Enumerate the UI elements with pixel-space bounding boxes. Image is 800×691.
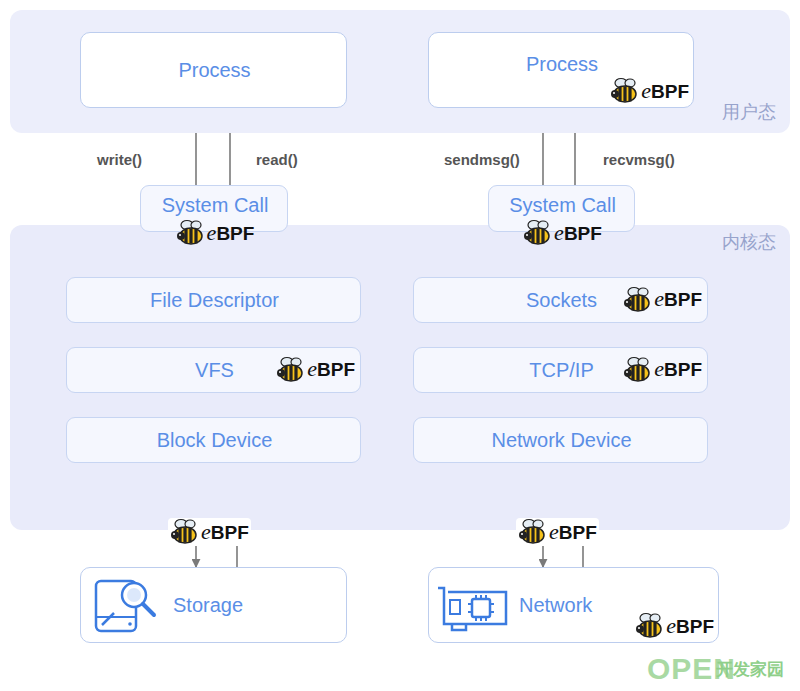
file-descriptor-box: File Descriptor — [66, 277, 361, 323]
ebpf-logo: eBPF — [276, 356, 355, 384]
box-label: Network — [519, 593, 592, 617]
vfs-box: VFS eBPF — [66, 347, 361, 393]
box-label: Network Device — [491, 428, 631, 452]
network-box: Network eBPF — [428, 567, 719, 643]
storage-icon — [92, 575, 158, 637]
box-label: VFS — [195, 358, 234, 382]
box-label: System Call — [162, 193, 269, 217]
tcp-ip-box: TCP/IP eBPF — [413, 347, 708, 393]
call-label: sendmsg() — [442, 151, 522, 169]
bee-icon — [610, 77, 640, 105]
bee-icon — [518, 518, 548, 546]
box-label: TCP/IP — [529, 358, 593, 382]
space-label: 内核态 — [722, 231, 776, 253]
call-label: recvmsg() — [601, 151, 677, 169]
sockets-box: Sockets eBPF — [413, 277, 708, 323]
watermark: 开发家园 — [716, 660, 784, 680]
ebpf-logo: eBPF — [623, 286, 702, 314]
ebpf-text: eBPF — [654, 288, 702, 311]
system-call-box: System CalleBPF — [140, 185, 288, 232]
bee-icon — [176, 219, 206, 247]
process-box: Process eBPF — [428, 32, 694, 108]
ebpf-logo: eBPF — [176, 219, 255, 247]
box-label: Storage — [173, 593, 243, 617]
bee-icon — [623, 356, 653, 384]
box-label: File Descriptor — [150, 288, 279, 312]
ebpf-text: eBPF — [549, 521, 597, 544]
ebpf-text: eBPF — [554, 222, 602, 245]
block-device-box: Block Device — [66, 417, 361, 463]
system-call-box: System CalleBPF — [488, 185, 635, 232]
ebpf-logo: eBPF — [516, 518, 599, 546]
box-label: Process — [526, 52, 598, 76]
call-label: write() — [95, 151, 144, 169]
ebpf-logo: eBPF — [168, 518, 251, 546]
ebpf-text: eBPF — [307, 358, 355, 381]
box-label: Block Device — [157, 428, 273, 452]
kernel-space-band: File DescriptorVFS eBPF Block Device Socket… — [10, 225, 790, 530]
bee-icon — [523, 219, 553, 247]
ebpf-logo: eBPF — [623, 356, 702, 384]
call-label: read() — [254, 151, 300, 169]
ebpf-text: eBPF — [666, 615, 714, 638]
ebpf-logo: eBPF — [610, 77, 689, 105]
watermark-text: 开发家园 — [716, 660, 784, 680]
network-device-box: Network Device — [413, 417, 708, 463]
ebpf-text: eBPF — [201, 521, 249, 544]
ebpf-text: eBPF — [207, 222, 255, 245]
box-label: Process — [178, 58, 250, 82]
bee-icon — [623, 286, 653, 314]
box-label: System Call — [509, 193, 616, 217]
ebpf-text: eBPF — [654, 358, 702, 381]
process-box: Process — [80, 32, 347, 108]
network-card-icon — [436, 584, 510, 634]
bee-icon — [635, 612, 665, 640]
storage-box: Storage — [80, 567, 347, 643]
bee-icon — [276, 356, 306, 384]
ebpf-logo: eBPF — [523, 219, 602, 247]
ebpf-logo: eBPF — [635, 612, 714, 640]
box-label: Sockets — [526, 288, 597, 312]
ebpf-text: eBPF — [641, 80, 689, 103]
bee-icon — [170, 518, 200, 546]
space-label: 用户态 — [722, 101, 776, 123]
user-space-band: Process Process eBPF 用户态 — [10, 10, 790, 133]
